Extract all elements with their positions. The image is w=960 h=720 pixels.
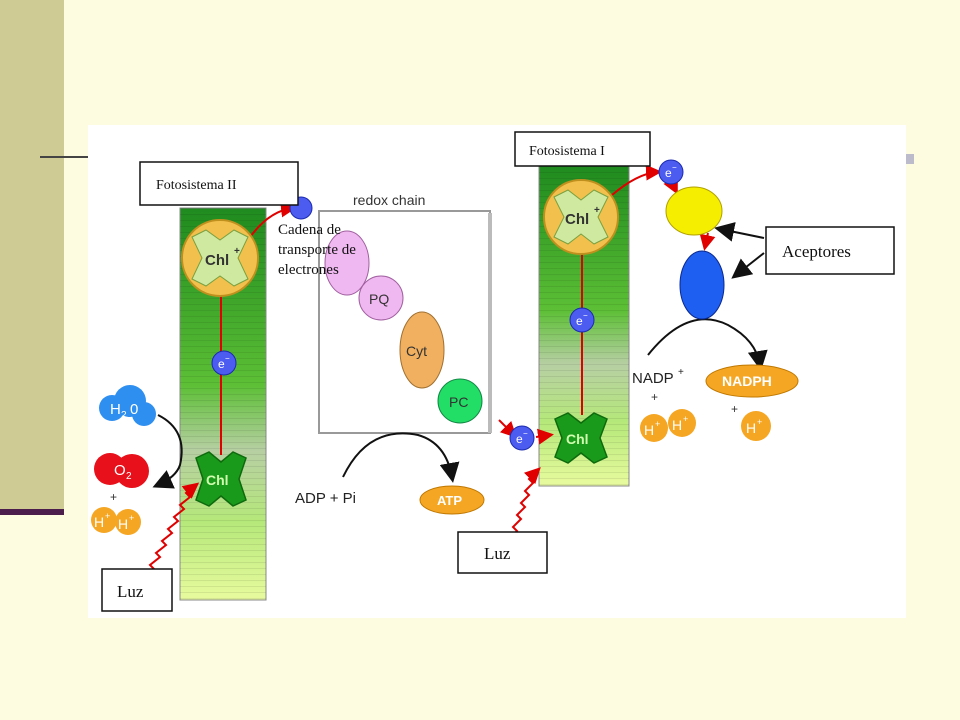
chl-excited-ps2: Chl + xyxy=(181,219,259,297)
chl-excited-ps1-charge: + xyxy=(594,205,600,216)
proton-h: H xyxy=(644,422,654,438)
reaction-arrows xyxy=(152,222,768,489)
plus-sign-nadph: + xyxy=(731,402,738,416)
electron-charge: − xyxy=(583,311,588,320)
nadp-label: NADP xyxy=(632,370,674,387)
chl-excited-ps1: Chl + xyxy=(543,179,619,255)
carrier-cyt: Cyt xyxy=(399,311,445,389)
transport-chain-line1: Cadena de xyxy=(278,222,341,238)
electron-ps1-input: e − xyxy=(509,425,535,451)
pq-label: PQ xyxy=(369,291,389,307)
protons-nadp: H + H + xyxy=(640,409,696,442)
electron-charge: − xyxy=(523,429,528,438)
photosystem-i-text: Fotosistema I xyxy=(529,144,605,159)
oxygen-sub: 2 xyxy=(126,471,132,482)
water-h: H xyxy=(110,401,121,418)
carrier-qa xyxy=(324,230,370,296)
electron-label: e xyxy=(218,357,225,371)
protons-ps2: H + H + xyxy=(91,507,141,535)
proton-h: H xyxy=(118,516,128,532)
plus-sign-ps2: + xyxy=(110,490,117,504)
carrier-pq: PQ xyxy=(358,275,404,321)
proton-h: H xyxy=(672,417,682,433)
proton-charge: + xyxy=(757,417,762,427)
slide-divider xyxy=(0,509,64,515)
water-o: 0 xyxy=(130,401,138,418)
slide-sidebar xyxy=(0,0,64,510)
transport-chain-line2: transporte de xyxy=(278,242,356,258)
adp-label: ADP + Pi xyxy=(295,490,356,507)
oxygen-molecule: O 2 xyxy=(94,453,149,488)
nadph-label: NADPH xyxy=(722,373,772,389)
nadp-charge: + xyxy=(678,367,684,378)
electron-ps1-top: e − xyxy=(658,159,684,185)
electron-label: e xyxy=(665,166,672,180)
transport-chain-line3: electrones xyxy=(278,262,339,278)
title-rule xyxy=(40,156,92,158)
acceptor-yellow xyxy=(665,186,723,236)
atp-molecule: ATP xyxy=(419,485,485,515)
redox-chain-title: redox chain xyxy=(353,192,425,208)
light-ps1-text: Luz xyxy=(484,544,511,563)
electron-ps2-mid: e − xyxy=(211,350,237,376)
chl-excited-label: Chl xyxy=(205,252,229,269)
chl-ground-ps1-label: Chl xyxy=(566,431,589,447)
proton-h: H xyxy=(746,420,756,436)
label-photosystem-ii: Fotosistema II xyxy=(139,161,299,206)
photosystem-ii-text: Fotosistema II xyxy=(156,178,237,193)
electron-ps1-mid: e − xyxy=(569,307,595,333)
cyt-label: Cyt xyxy=(406,343,427,359)
acceptors-text: Aceptores xyxy=(782,242,851,261)
chl-ground-ps1: Chl xyxy=(554,412,608,464)
label-light-ps1: Luz xyxy=(457,531,548,574)
proton-charge: + xyxy=(129,513,134,523)
nadph-molecule: NADPH xyxy=(705,364,799,398)
proton-h: H xyxy=(94,514,104,530)
proton-charge: + xyxy=(105,511,110,521)
chl-excited-charge: + xyxy=(234,246,240,257)
oxygen-o: O xyxy=(114,462,126,479)
electron-charge: − xyxy=(225,354,230,363)
electron-charge: − xyxy=(672,163,677,172)
electron-label: e xyxy=(516,432,523,446)
chl-ground-ps2: Chl xyxy=(195,451,247,507)
atp-label: ATP xyxy=(437,493,462,508)
label-light-ps2: Luz xyxy=(101,568,173,612)
carrier-pc: PC xyxy=(437,378,483,424)
electron-label: e xyxy=(576,314,583,328)
chl-ground-ps2-label: Chl xyxy=(206,472,229,488)
proton-charge: + xyxy=(683,414,688,424)
proton-charge: + xyxy=(655,419,660,429)
photosynthesis-diagram: Chl + Chl + Chl Chl e − e − e − e − xyxy=(88,125,906,618)
plus-sign-nadp: + xyxy=(651,390,658,404)
label-acceptors: Aceptores xyxy=(765,226,895,275)
water-molecule: H 2 0 xyxy=(99,385,156,426)
label-photosystem-i: Fotosistema I xyxy=(514,131,651,167)
pc-label: PC xyxy=(449,394,468,410)
proton-nadph: H + xyxy=(741,411,771,441)
diagram-canvas: Chl + Chl + Chl Chl e − e − e − e − xyxy=(91,131,895,612)
chl-excited-ps1-label: Chl xyxy=(565,211,589,228)
water-sub: 2 xyxy=(121,410,127,421)
acceptor-blue xyxy=(679,250,725,320)
light-ps2-text: Luz xyxy=(117,582,144,601)
title-rule-end xyxy=(904,154,914,164)
